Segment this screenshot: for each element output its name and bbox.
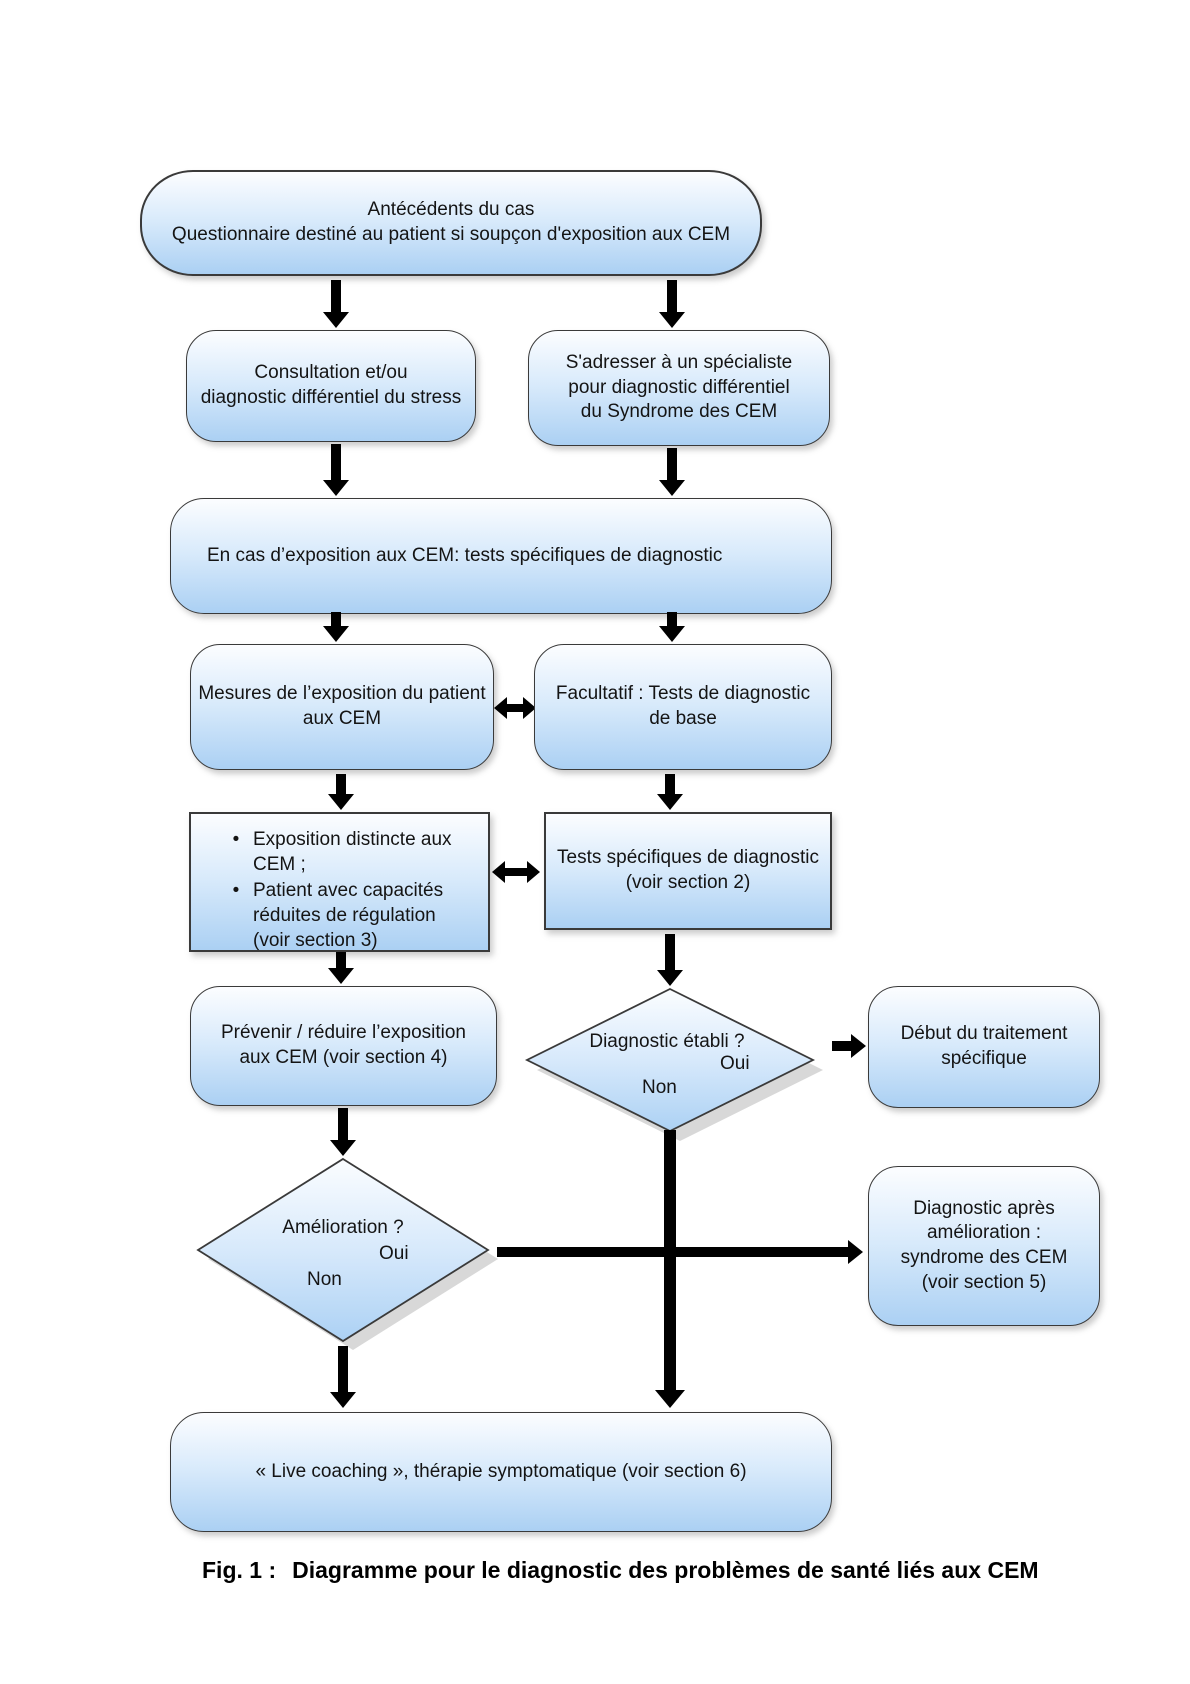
specific-tests-label-line1: Tests spécifiques de diagnostic (557, 847, 819, 869)
specialist-label-line1: S'adresser à un spécialiste (565, 351, 793, 373)
arrow-specific-tests-to-diagnosis (657, 934, 683, 986)
arrow-diagnosis-no-to-coaching (655, 1130, 685, 1408)
arrow-specialist-to-exposure (659, 448, 685, 496)
improvement-decision-label: Amélioration ? (282, 1217, 404, 1238)
prevent-label-line2: aux CEM (voir section 4) (239, 1047, 448, 1068)
measures-box: Mesures de l’exposition du patient aux C… (190, 644, 494, 770)
specific-tests-label-line2: (voir section 2) (625, 872, 751, 893)
treatment-label-line2: spécifique (941, 1048, 1027, 1069)
measures-label-line2: aux CEM (302, 708, 382, 729)
arrow-measures-to-criteria (328, 774, 354, 810)
arrow-criteria-specific-tests-bidirectional (492, 861, 540, 883)
arrow-exposure-to-optional-tests (659, 612, 685, 642)
post-improvement-label-line2: amélioration : (926, 1222, 1042, 1244)
criteria-box: • Exposition distincte aux CEM ; • Patie… (189, 812, 490, 952)
diagnosis-decision-diamond: Diagnostic établi ? Oui Non (524, 986, 824, 1146)
diamond-shape (524, 987, 823, 1141)
specialist-box: S'adresser à un spécialiste pour diagnos… (528, 330, 830, 446)
treatment-start-box: Début du traitement spécifique (868, 986, 1100, 1108)
criteria-item-2: • Patient avec capacités réduites de rég… (219, 879, 478, 953)
arrow-prevent-to-improvement (330, 1108, 356, 1156)
consultation-label-line2: diagnostic différentiel du stress (200, 387, 462, 408)
coaching-box: « Live coaching », thérapie symptomatiqu… (170, 1412, 832, 1532)
arrow-improvement-yes-to-post-improvement (497, 1240, 863, 1264)
criteria-item-1-label: Exposition distincte aux CEM ; (253, 829, 452, 875)
optional-tests-label-line1: Facultatif : Tests de diagnostic (555, 683, 811, 705)
bullet-icon: • (232, 829, 240, 850)
optional-tests-box: Facultatif : Tests de diagnostic de base (534, 644, 832, 770)
exposure-case-label: En cas d’exposition aux CEM: tests spéci… (207, 544, 723, 566)
criteria-item-1: • Exposition distincte aux CEM ; (219, 828, 478, 877)
improvement-no-label: Non (307, 1269, 342, 1290)
post-improvement-box: Diagnostic après amélioration : syndrome… (868, 1166, 1100, 1326)
criteria-item-2-label: Patient avec capacités réduites de régul… (253, 880, 444, 951)
treatment-label-line1: Début du traitement (900, 1023, 1068, 1045)
arrow-exposure-to-measures (323, 612, 349, 642)
post-improvement-label-line3: syndrome des CEM (900, 1247, 1068, 1268)
figure-number: Fig. 1 : (202, 1557, 277, 1583)
diagnosis-yes-label: Oui (720, 1053, 750, 1074)
consultation-box: Consultation et/ou diagnostic différenti… (186, 330, 476, 442)
start-label-line1: Antécédents du cas (367, 199, 535, 221)
specific-tests-box: Tests spécifiques de diagnostic (voir se… (544, 812, 832, 930)
bullet-icon: • (232, 880, 240, 902)
start-ellipse: Antécédents du cas Questionnaire destiné… (140, 170, 762, 276)
start-label-line2: Questionnaire destiné au patient si soup… (171, 224, 731, 245)
figure-title: Diagramme pour le diagnostic des problèm… (292, 1557, 1039, 1583)
arrow-start-to-specialist (659, 280, 685, 328)
arrow-diagnosis-to-treatment (832, 1034, 866, 1058)
figure-caption: Fig. 1 : Diagramme pour le diagnostic des… (202, 1556, 1039, 1586)
arrow-improvement-no-to-coaching (330, 1346, 356, 1408)
consultation-label-line1: Consultation et/ou (254, 362, 408, 384)
diamond-shape (196, 1157, 498, 1350)
arrow-consultation-to-exposure (323, 444, 349, 496)
arrow-measures-optional-tests-bidirectional (494, 697, 536, 719)
diagnosis-decision-label: Diagnostic établi ? (589, 1031, 745, 1052)
optional-tests-label-line2: de base (649, 708, 717, 729)
post-improvement-label-line4: (voir section 5) (921, 1271, 1047, 1293)
prevent-label-line1: Prévenir / réduire l’exposition (220, 1022, 466, 1044)
specialist-label-line3: du Syndrome des CEM (580, 401, 778, 423)
post-improvement-label-line1: Diagnostic après (913, 1197, 1055, 1219)
arrow-start-to-consultation (323, 280, 349, 328)
measures-label-line1: Mesures de l’exposition du patient (198, 683, 486, 705)
arrow-criteria-to-prevent (328, 952, 354, 984)
specialist-label-line2: pour diagnostic différentiel (568, 376, 790, 398)
improvement-yes-label: Oui (379, 1243, 409, 1264)
arrow-optional-to-specific-tests (657, 774, 683, 810)
diagnosis-no-label: Non (642, 1077, 677, 1098)
improvement-decision-diamond: Amélioration ? Oui Non (195, 1156, 501, 1354)
coaching-label: « Live coaching », thérapie symptomatiqu… (255, 1460, 747, 1482)
exposure-case-box: En cas d’exposition aux CEM: tests spéci… (170, 498, 832, 614)
prevent-box: Prévenir / réduire l’exposition aux CEM … (190, 986, 497, 1106)
